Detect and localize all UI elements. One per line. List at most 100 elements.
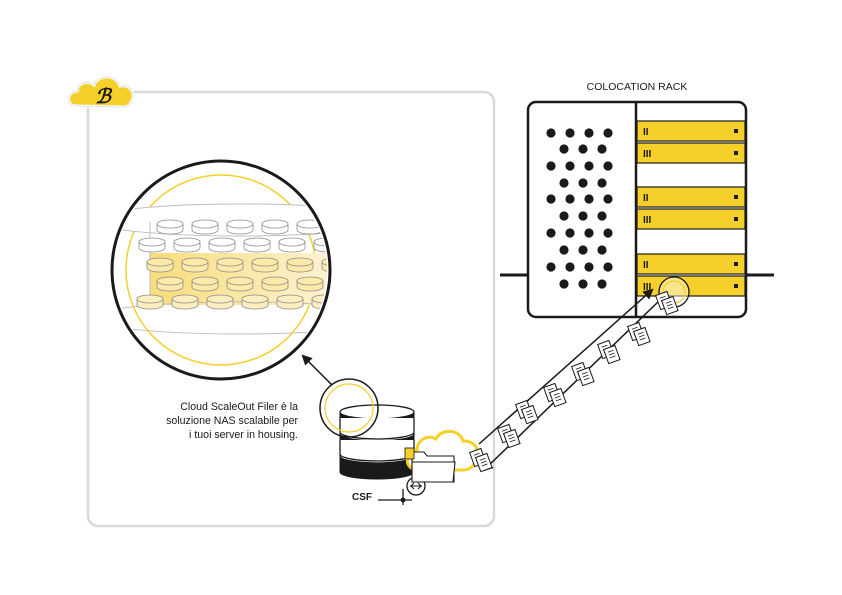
vent-dot <box>597 211 607 221</box>
document-icon <box>632 326 651 347</box>
svg-text:ℬ: ℬ <box>95 86 113 108</box>
slot-label: III <box>643 282 652 293</box>
disk-icon <box>276 294 304 310</box>
disk-icon <box>156 276 184 292</box>
disk-icon <box>241 294 269 310</box>
magnified-storage-lens <box>110 159 358 381</box>
disk-icon <box>173 237 201 253</box>
cloud-folder <box>404 429 480 483</box>
vent-dot <box>578 178 588 188</box>
csf-label: CSF <box>352 492 372 503</box>
disk-icon <box>321 257 327 273</box>
disk-icon <box>251 257 279 273</box>
vent-dot <box>578 211 588 221</box>
vent-dot <box>584 128 594 138</box>
slot-led <box>734 129 738 133</box>
disk-array <box>115 203 358 335</box>
document-icon <box>502 428 521 449</box>
vent-dot <box>603 128 613 138</box>
disk-icon <box>226 276 254 292</box>
slot-led <box>734 151 738 155</box>
disk-icon <box>313 237 327 253</box>
rack-title: COLOCATION RACK <box>587 81 688 93</box>
vent-dot <box>565 262 575 272</box>
vent-dot <box>597 178 607 188</box>
rack-vent-grille <box>546 128 613 289</box>
data-transfer-path <box>468 288 679 473</box>
disk-icon <box>136 294 164 310</box>
disk-icon <box>226 219 254 235</box>
slot-label: III <box>643 215 652 226</box>
vent-dot <box>584 228 594 238</box>
disk-icon <box>191 219 219 235</box>
disk-icon <box>156 219 184 235</box>
vent-dot <box>565 161 575 171</box>
vent-dot <box>546 262 556 272</box>
vent-dot <box>546 228 556 238</box>
vent-dot <box>603 228 613 238</box>
disk-icon <box>138 237 166 253</box>
disk-icon <box>216 257 244 273</box>
vent-dot <box>546 128 556 138</box>
vent-dot <box>546 161 556 171</box>
description: Cloud ScaleOut Filer è la soluzione NAS … <box>118 400 298 442</box>
description-line: soluzione NAS scalabile per <box>166 415 298 427</box>
vent-dot <box>565 194 575 204</box>
disk-icon <box>191 276 219 292</box>
slot-label: II <box>643 260 649 271</box>
rack-server-slot: III <box>636 208 746 230</box>
disk-icon <box>206 294 234 310</box>
vent-dot <box>565 128 575 138</box>
folder-icon <box>411 451 456 483</box>
document-icon <box>660 295 679 316</box>
disk-icon <box>296 276 324 292</box>
vent-dot <box>578 279 588 289</box>
disk-icon <box>181 257 209 273</box>
slot-led <box>734 262 738 266</box>
vent-dot <box>603 161 613 171</box>
disk-icon <box>261 219 289 235</box>
slot-led <box>734 217 738 221</box>
rack-server-slot: II <box>636 253 746 275</box>
cloud-frame <box>86 90 496 528</box>
rack-server-slot: III <box>636 142 746 164</box>
disk-icon <box>208 237 236 253</box>
brand-cloud-logo-icon: ℬ <box>67 75 135 109</box>
vent-dot <box>565 228 575 238</box>
disk-icon <box>332 277 358 291</box>
vent-dot <box>597 144 607 154</box>
csf-storage-server <box>319 378 415 480</box>
disk-icon <box>243 237 271 253</box>
vent-dot <box>559 279 569 289</box>
vent-dot <box>603 194 613 204</box>
vent-dot <box>559 211 569 221</box>
vent-dot <box>584 161 594 171</box>
vent-dot <box>597 245 607 255</box>
rack-server-slot: II <box>636 186 746 208</box>
vent-dot <box>578 144 588 154</box>
disk-icon <box>286 257 314 273</box>
slot-label: II <box>643 193 649 204</box>
description-line: i tuoi server in housing. <box>189 429 298 441</box>
vent-dot <box>603 262 613 272</box>
description-line: Cloud ScaleOut Filer è la <box>180 401 298 413</box>
disk-icon <box>332 220 358 234</box>
vent-dot <box>559 144 569 154</box>
slot-led <box>734 195 738 199</box>
zoom-arrow-icon <box>301 354 333 386</box>
slot-led <box>734 284 738 288</box>
document-icon <box>474 452 493 473</box>
slot-label: III <box>643 149 652 160</box>
rack-server-slot: III <box>636 275 746 297</box>
document-icon <box>576 366 595 387</box>
document-icon <box>602 344 621 365</box>
vent-dot <box>584 194 594 204</box>
rack-server-slot: II <box>636 120 746 142</box>
vent-dot <box>546 194 556 204</box>
disk-icon <box>278 237 306 253</box>
disk-icon <box>261 276 289 292</box>
vent-dot <box>597 279 607 289</box>
vent-dot <box>559 245 569 255</box>
